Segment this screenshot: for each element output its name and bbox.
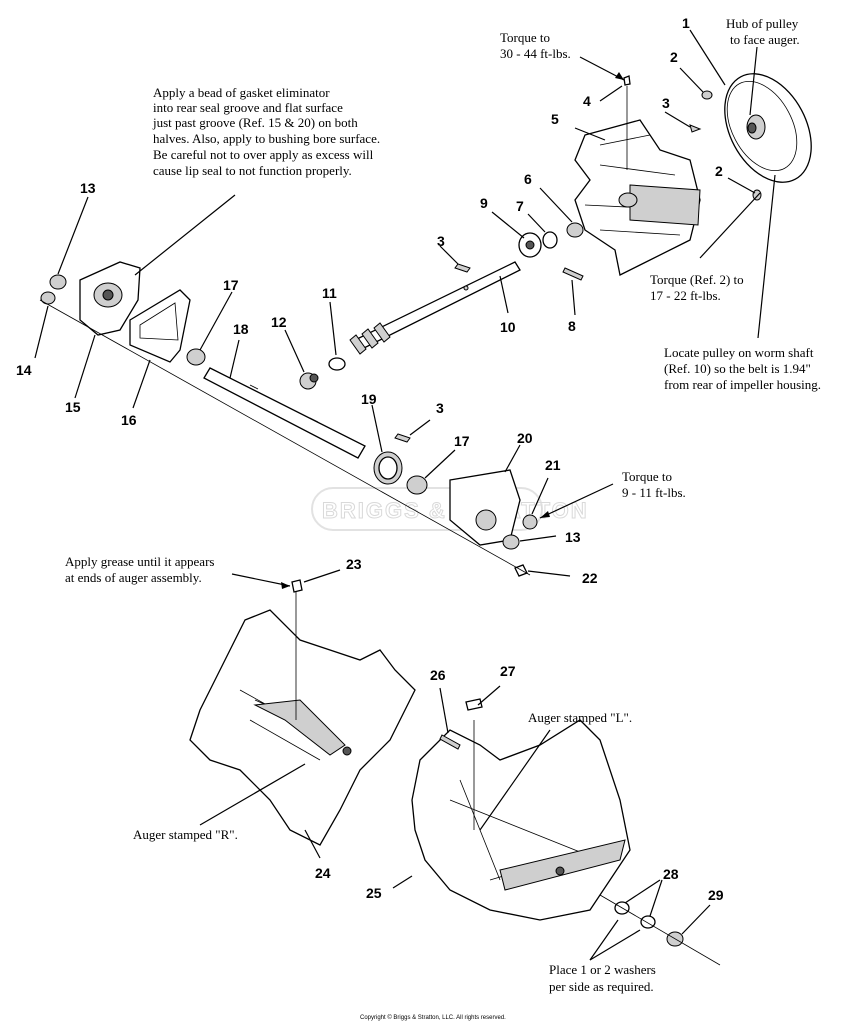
svg-text:halves. Also, apply to bushing: halves. Also, apply to bushing bore surf…	[153, 131, 380, 146]
leader-lines	[34, 29, 776, 961]
note-torque-mid: Torque to 9 - 11 ft-lbs.	[622, 469, 686, 500]
svg-text:Torque to: Torque to	[622, 469, 672, 484]
callout-3: 3	[662, 95, 670, 111]
note-auger-r: Auger stamped "R".	[133, 827, 238, 842]
nut	[502, 534, 520, 550]
callout-17: 17	[223, 277, 239, 293]
worm-shaft	[349, 261, 521, 355]
callout-19: 19	[361, 391, 377, 407]
svg-text:into rear seal groove and flat: into rear seal groove and flat surface	[153, 100, 343, 115]
callout-13: 13	[80, 180, 96, 196]
callout-23: 23	[346, 556, 362, 572]
callout-8: 8	[568, 318, 576, 334]
svg-text:to face auger.: to face auger.	[730, 32, 800, 47]
gear-housing-left	[79, 261, 141, 336]
impeller	[574, 119, 701, 276]
callout-27: 27	[500, 663, 516, 679]
callout-11: 11	[322, 285, 337, 301]
plug	[522, 514, 538, 530]
note-torque-ref2: Torque (Ref. 2) to 17 - 22 ft-lbs.	[650, 272, 744, 303]
note-washers: Place 1 or 2 washers per side as require…	[549, 962, 656, 994]
svg-text:Torque (Ref. 2) to: Torque (Ref. 2) to	[650, 272, 744, 287]
callout-5: 5	[551, 111, 559, 127]
callout-29: 29	[708, 887, 724, 903]
auger-shaft	[203, 367, 366, 459]
gear-housing-right	[449, 469, 521, 546]
svg-text:at ends of auger assembly.: at ends of auger assembly.	[65, 570, 202, 585]
callout-26: 26	[430, 667, 446, 683]
callout-2: 2	[715, 163, 723, 179]
note-auger-l: Auger stamped "L".	[528, 710, 632, 725]
flange-bushing	[299, 372, 319, 390]
pulley-hardware	[623, 75, 762, 201]
shaft-bearings	[518, 222, 584, 281]
callout-13: 13	[565, 529, 581, 545]
bushing	[406, 475, 428, 495]
note-locate-pulley: Locate pulley on worm shaft (Ref. 10) so…	[664, 345, 821, 392]
note-torque-top: Torque to 30 - 44 ft-lbs.	[500, 30, 571, 61]
copyright-notice: Copyright © Briggs & Stratton, LLC. All …	[360, 1014, 506, 1021]
svg-text:Place 1 or 2 washers: Place 1 or 2 washers	[549, 962, 656, 977]
auger-right	[189, 579, 416, 846]
svg-text:9 - 11 ft-lbs.: 9 - 11 ft-lbs.	[622, 485, 686, 500]
callout-10: 10	[500, 319, 516, 335]
svg-text:from rear of impeller housing.: from rear of impeller housing.	[664, 377, 821, 392]
key	[394, 433, 411, 443]
auger-left	[411, 698, 631, 921]
worm-gear	[373, 451, 403, 485]
callout-20: 20	[517, 430, 533, 446]
svg-text:Hub of pulley: Hub of pulley	[726, 16, 799, 31]
svg-text:30 - 44 ft-lbs.: 30 - 44 ft-lbs.	[500, 46, 571, 61]
callout-numbers: 1 2 2 3 3 3 4 5 6 7 8 9 10 11 12 13 13 1…	[16, 15, 724, 903]
gasket	[129, 289, 191, 363]
cotter-pin	[439, 734, 461, 750]
svg-text:Apply a bead of gasket elimina: Apply a bead of gasket eliminator	[153, 85, 330, 100]
svg-text:Apply grease until it appears: Apply grease until it appears	[65, 554, 214, 569]
svg-text:Locate pulley on worm shaft: Locate pulley on worm shaft	[664, 345, 814, 360]
callout-28: 28	[663, 866, 679, 882]
callout-4: 4	[583, 93, 591, 109]
screw	[514, 564, 528, 577]
callout-18: 18	[233, 321, 249, 337]
pulley	[724, 73, 812, 183]
svg-text:per side as required.: per side as required.	[549, 979, 654, 994]
callout-9: 9	[480, 195, 488, 211]
nut	[40, 291, 56, 305]
washer	[328, 357, 346, 371]
note-grease: Apply grease until it appears at ends of…	[65, 554, 214, 585]
clevis-pin	[465, 698, 483, 711]
callout-17: 17	[454, 433, 470, 449]
svg-text:cause lip seal to not function: cause lip seal to not function properly.	[153, 163, 352, 178]
svg-text:Be careful not to over apply a: Be careful not to over apply as excess w…	[153, 147, 374, 162]
callout-15: 15	[65, 399, 81, 415]
svg-text:17 - 22 ft-lbs.: 17 - 22 ft-lbs.	[650, 288, 721, 303]
callout-7: 7	[516, 198, 524, 214]
callout-14: 14	[16, 362, 32, 378]
callout-2: 2	[670, 49, 678, 65]
callout-1: 1	[682, 15, 690, 31]
callout-3: 3	[437, 233, 445, 249]
callout-3: 3	[436, 400, 444, 416]
callout-6: 6	[524, 171, 532, 187]
note-hub-pulley: Hub of pulley to face auger.	[726, 16, 800, 47]
note-gasket: Apply a bead of gasket eliminator into r…	[152, 85, 380, 178]
callout-21: 21	[545, 457, 561, 473]
grease-fitting	[291, 579, 303, 593]
callout-24: 24	[315, 865, 331, 881]
callout-12: 12	[271, 314, 287, 330]
bushing	[186, 348, 206, 366]
key	[454, 263, 471, 273]
callout-16: 16	[121, 412, 137, 428]
nut	[49, 274, 67, 290]
svg-text:just past groove (Ref. 15 & 20: just past groove (Ref. 15 & 20) on both	[152, 115, 358, 130]
svg-text:Torque to: Torque to	[500, 30, 550, 45]
svg-text:(Ref. 10) so the belt is 1.94": (Ref. 10) so the belt is 1.94"	[664, 361, 811, 376]
callout-22: 22	[582, 570, 598, 586]
callout-25: 25	[366, 885, 382, 901]
